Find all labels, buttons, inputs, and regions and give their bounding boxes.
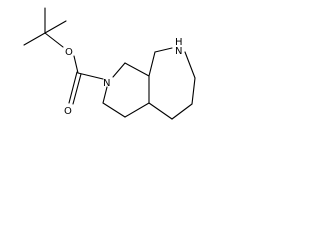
bond-c5-c4a [148, 102, 173, 120]
amine-nitrogen-label: N [175, 46, 182, 57]
bond-c8a-c9 [148, 51, 156, 77]
bond-c9-nh [154, 47, 173, 53]
bond-c1-c8a [124, 62, 150, 77]
bond-oxygen-carbonyl-carbon [73, 55, 79, 74]
bond-tbu-oxygen [44, 32, 64, 48]
bond-c4-c3 [102, 102, 126, 118]
bond-c7-c6 [191, 77, 196, 105]
atom-labels: O O N N H [64, 37, 183, 117]
bond-carbonyl-double-b [72, 73, 82, 105]
ether-oxygen-label: O [65, 47, 73, 58]
bond-tbu-methyl-right [44, 20, 67, 34]
bond-n-c1 [112, 62, 126, 78]
bond-c3-n [102, 86, 108, 104]
bonds [23, 7, 196, 120]
bond-carbonyl-double-a [68, 71, 78, 104]
molecule-structure: O O N N H [23, 7, 196, 120]
ring-nitrogen-label: N [103, 78, 110, 89]
amine-hydrogen-label: H [175, 37, 183, 48]
carbonyl-oxygen-label: O [64, 106, 72, 117]
bond-c4a-c4 [124, 102, 150, 118]
bond-carbonyl-carbon-nitrogen [77, 72, 104, 80]
bond-c6-c5 [171, 103, 193, 120]
bond-tbu-methyl-left [23, 32, 46, 46]
bond-nh-c7 [184, 51, 196, 79]
